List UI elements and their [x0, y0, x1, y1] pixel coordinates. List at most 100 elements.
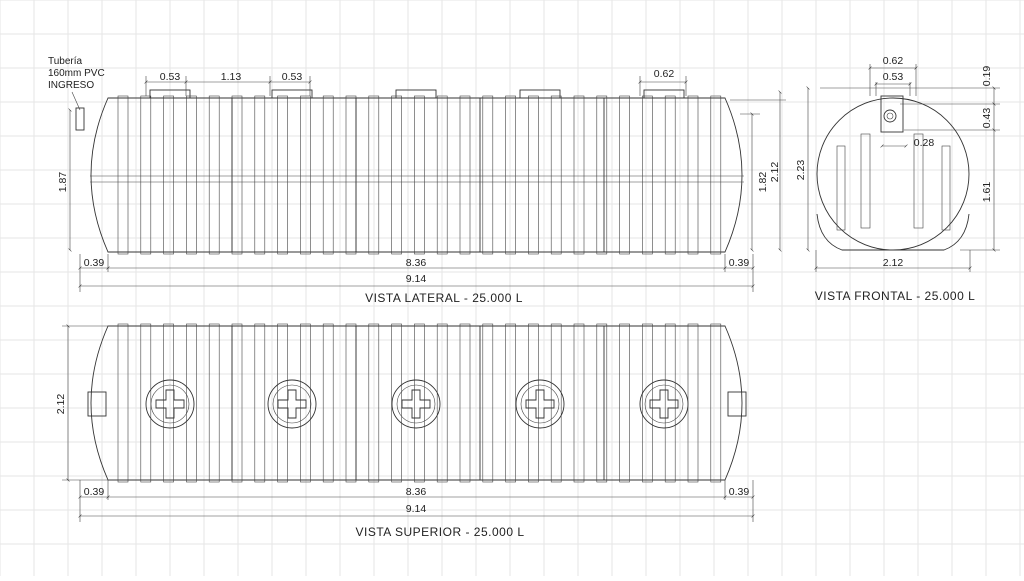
lateral-top-dim-1: 0.53 [160, 71, 181, 83]
lateral-bottom-middle: 8.36 [406, 257, 427, 269]
lateral-top-dim-3: 0.53 [282, 71, 303, 83]
tank-rib [186, 95, 197, 255]
lateral-view: Tubería 160mm PVC INGRESO 0.53 1.13 0.53… [48, 56, 786, 305]
tank-rib [596, 323, 608, 483]
frontal-width: 2.12 [883, 257, 904, 269]
frontal-rib-far-right [941, 145, 951, 231]
lateral-tank-ribs [90, 95, 744, 255]
tank-rib [619, 95, 630, 255]
pipe-note-line-1: Tubería [48, 56, 83, 67]
tank-rib [231, 95, 243, 255]
tank-rib [117, 323, 129, 483]
superior-lid-outer [515, 379, 565, 429]
frontal-left-height: 2.23 [795, 160, 807, 181]
frontal-view: 0.62 0.53 0.28 0.19 0.43 1.61 2.23 2.12 … [795, 55, 1000, 303]
tank-rib [414, 95, 425, 255]
superior-bottom-right: 0.39 [729, 486, 750, 498]
tank-rib [254, 323, 266, 483]
tank-rib [642, 95, 653, 255]
superior-tank-body [90, 325, 743, 481]
superior-lid-cross [401, 389, 431, 419]
frontal-top-outer: 0.62 [883, 55, 904, 67]
pipe-note-leader [71, 91, 81, 111]
tank-rib [687, 95, 699, 255]
frontal-rib-far-left [836, 145, 846, 231]
tank-rib [186, 323, 197, 483]
lateral-top-dim-2: 1.13 [221, 71, 242, 83]
superior-lid-outer [639, 379, 689, 429]
tank-rib [208, 323, 220, 483]
superior-tank-ribs [117, 323, 722, 483]
pipe-note-line-3: INGRESO [48, 80, 94, 91]
superior-inlet-left [87, 391, 107, 417]
frontal-pipe-inner [886, 112, 894, 120]
frontal-view-title: VISTA FRONTAL - 25.000 L [815, 289, 976, 303]
superior-lid-cross [277, 389, 307, 419]
lateral-top-dim-4: 0.62 [654, 68, 675, 80]
tank-rib [163, 323, 174, 483]
tank-outline [90, 97, 743, 253]
superior-total-length: 9.14 [406, 503, 427, 515]
frontal-tank-base [816, 213, 970, 251]
tank-rib [368, 95, 380, 255]
superior-lid-cross [649, 389, 679, 419]
tank-rib [277, 323, 288, 483]
superior-lid-inner [272, 384, 312, 424]
frontal-top-inner: 0.53 [883, 71, 904, 83]
tank-rib [345, 95, 357, 255]
superior-tank-lids [145, 379, 689, 429]
tank-rib [436, 323, 448, 483]
tank-rib [345, 323, 357, 483]
superior-bottom-middle: 8.36 [406, 486, 427, 498]
tank-rib [710, 323, 722, 483]
superior-lid-inner [644, 384, 684, 424]
tank-rib [550, 323, 562, 483]
frontal-rib-left [860, 133, 871, 229]
tank-rib [550, 95, 562, 255]
superior-inlet-right [727, 391, 747, 417]
tank-rib [391, 323, 402, 483]
tank-rib [436, 95, 448, 255]
tank-rib [459, 323, 471, 483]
tank-rib [687, 323, 699, 483]
frontal-right-top: 0.19 [981, 66, 993, 87]
superior-bottom-left: 0.39 [84, 486, 105, 498]
tank-outline [90, 325, 743, 481]
tank-rib [277, 95, 288, 255]
tank-rib [391, 95, 402, 255]
lateral-total-length: 9.14 [406, 273, 427, 285]
tank-rib [300, 323, 311, 483]
tank-rib [231, 323, 243, 483]
tank-rib [619, 323, 630, 483]
lateral-manhole-lid [519, 89, 561, 99]
tank-rib [300, 95, 311, 255]
superior-lid-inner [150, 384, 190, 424]
tank-rib [573, 95, 585, 255]
frontal-right-mid: 0.43 [981, 108, 993, 129]
superior-lid-inner [396, 384, 436, 424]
tank-rib [322, 323, 334, 483]
lateral-manhole-lid [395, 89, 437, 99]
tank-rib [642, 323, 653, 483]
tank-rib [117, 95, 129, 255]
frontal-right-low: 1.61 [981, 182, 993, 203]
superior-lid-outer [145, 379, 195, 429]
tank-rib [664, 95, 676, 255]
superior-lid-outer [391, 379, 441, 429]
superior-lid-cross [155, 389, 185, 419]
tank-rib [368, 323, 380, 483]
superior-lid-cross [525, 389, 555, 419]
tank-rib [414, 323, 425, 483]
tank-rib [710, 95, 722, 255]
lateral-manhole-lid [271, 89, 313, 99]
superior-view-title: VISTA SUPERIOR - 25.000 L [355, 525, 524, 539]
inlet-pipe [75, 107, 85, 131]
lateral-tank-lids [149, 89, 685, 99]
tank-rib [596, 95, 608, 255]
tank-rib [505, 323, 516, 483]
frontal-inner-offset: 0.28 [914, 137, 935, 149]
superior-lid-inner [520, 384, 560, 424]
lateral-bottom-right: 0.39 [729, 257, 750, 269]
lateral-view-title: VISTA LATERAL - 25.000 L [365, 291, 523, 305]
